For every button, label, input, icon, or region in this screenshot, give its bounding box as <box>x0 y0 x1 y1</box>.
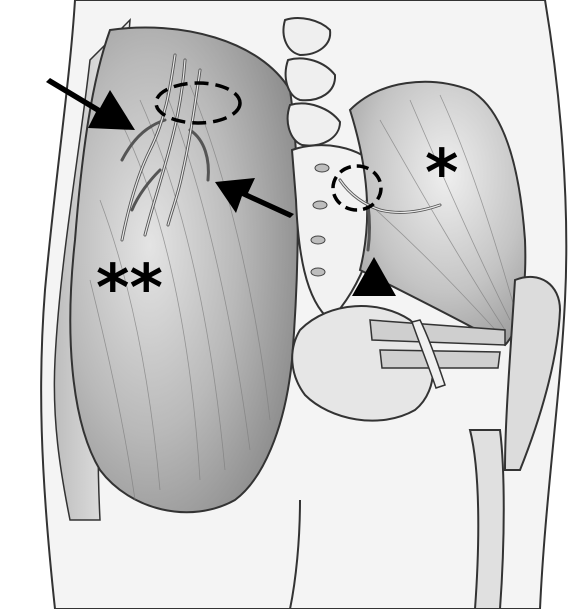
double-asterisk-label: ** <box>96 252 163 326</box>
single-asterisk-label: * <box>425 137 458 211</box>
